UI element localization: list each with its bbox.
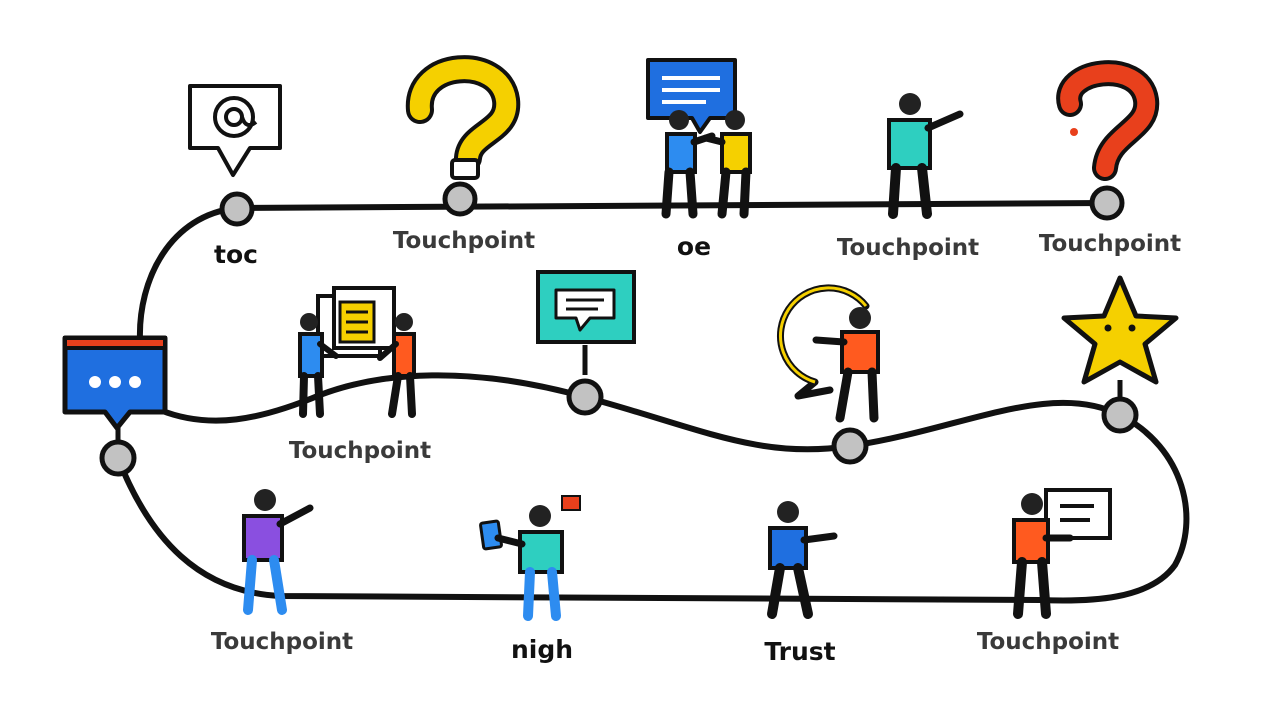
touchpoint-node[interactable] (1089, 185, 1125, 221)
touchpoint-node[interactable] (1101, 396, 1139, 434)
label-oe: oe (677, 232, 711, 261)
at-sign-speech-bubble-icon (188, 84, 282, 177)
teal-message-icon (536, 270, 636, 344)
label-touchpoint: Touchpoint (837, 235, 979, 261)
question-mark-yellow-icon (405, 55, 521, 180)
question-mark-orange-icon (1056, 60, 1160, 181)
person-pointing-icon (887, 93, 964, 219)
people-sharing-document-icon (298, 286, 416, 418)
label-touchpoint: Touchpoint (1039, 231, 1181, 257)
person-holding-sign-icon (1012, 488, 1112, 619)
person-with-phone-icon (479, 495, 581, 621)
label-trust: Trust (764, 637, 835, 666)
label-touchpoint: Touchpoint (211, 629, 353, 655)
label-toc: toc (214, 240, 258, 269)
label-touchpoint: Touchpoint (977, 629, 1119, 655)
touchpoint-node[interactable] (219, 191, 255, 227)
label-touchpoint: Touchpoint (289, 438, 431, 464)
person-with-speech-bubble-icon (776, 284, 880, 423)
star-icon (1061, 275, 1179, 385)
label-nigh: nigh (511, 635, 573, 664)
touchpoint-node[interactable] (442, 181, 478, 217)
touchpoint-node[interactable] (566, 378, 604, 416)
two-people-conversation-icon (646, 58, 752, 219)
person-walking-icon (767, 501, 838, 619)
chat-window-icon (62, 335, 168, 431)
person-waving-icon (242, 489, 314, 615)
touchpoint-node[interactable] (99, 439, 137, 477)
label-touchpoint: Touchpoint (393, 228, 535, 254)
touchpoint-labels: toc Touchpoint oe Touchpoint Touchpoint … (211, 228, 1181, 666)
touchpoint-node[interactable] (831, 427, 869, 465)
touchpoint-nodes (99, 181, 1139, 477)
